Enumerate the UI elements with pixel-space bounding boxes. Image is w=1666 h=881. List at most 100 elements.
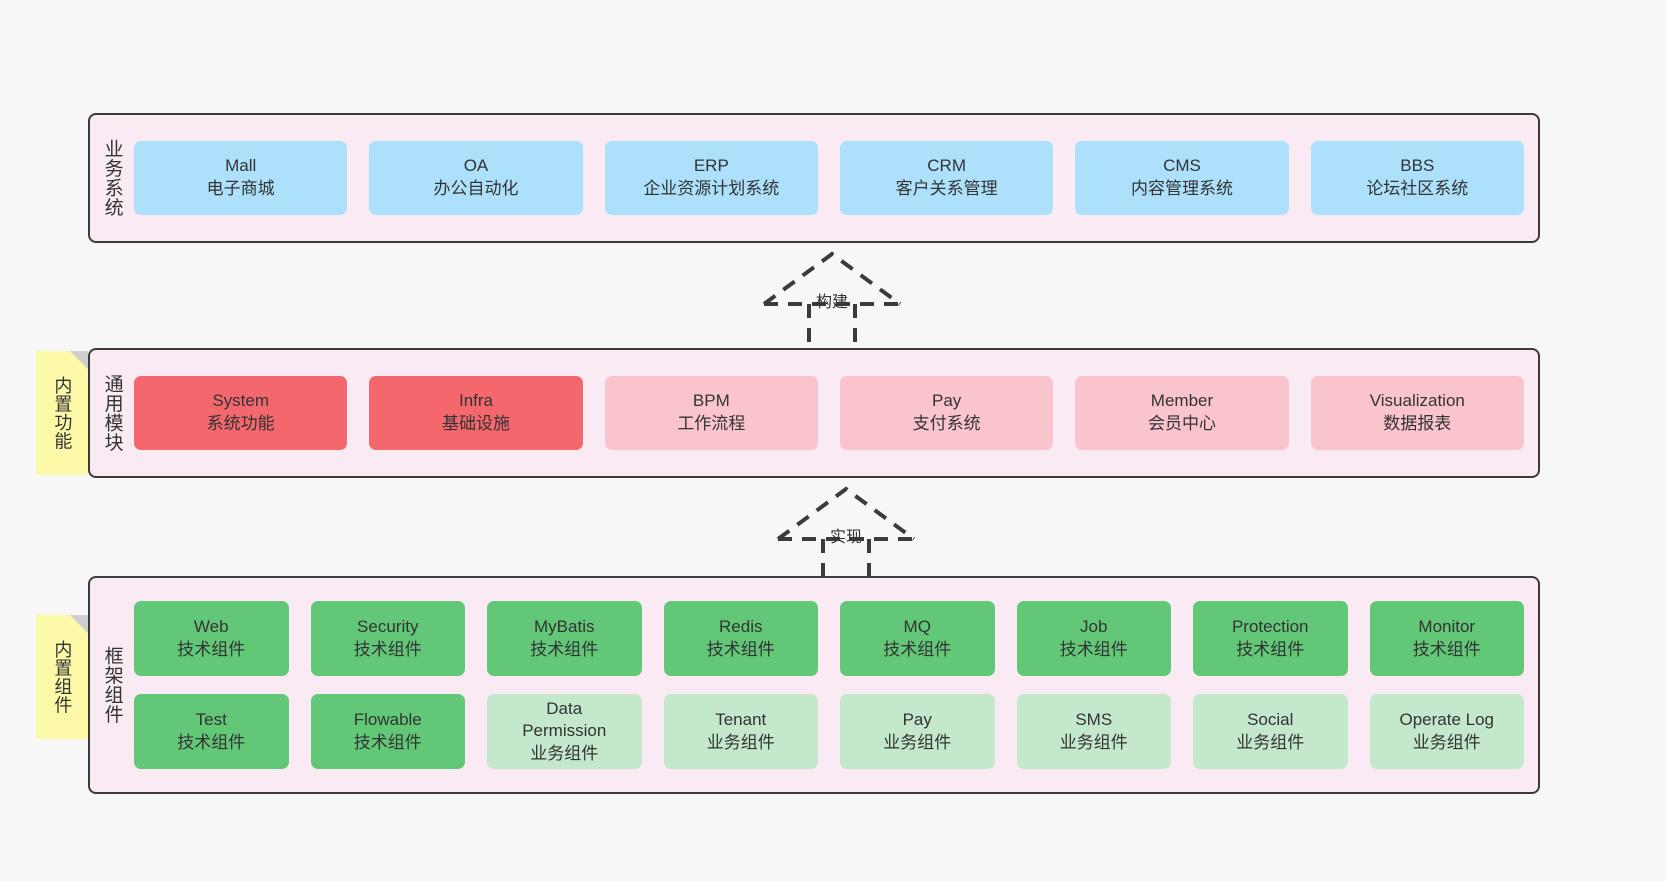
card-pay-module[interactable]: Pay 支付系统 (839, 376, 1054, 450)
card-redis[interactable]: Redis 技术组件 (663, 601, 818, 676)
card-subtitle: 技术组件 (1412, 639, 1481, 659)
card-subtitle: 技术组件 (1059, 639, 1128, 659)
card-title: Pay (902, 709, 932, 729)
card-title: Web (193, 616, 229, 636)
card-subtitle: 电子商城 (206, 179, 275, 198)
card-visualization[interactable]: Visualization 数据报表 (1310, 376, 1524, 450)
card-subtitle: 技术组件 (706, 639, 775, 659)
card-title: Social (1247, 709, 1294, 729)
card-title: SMS (1075, 709, 1113, 729)
card-bbs[interactable]: BBS 论坛社区系统 (1310, 141, 1524, 215)
card-test[interactable]: Test 技术组件 (134, 694, 289, 769)
card-subtitle: 技术组件 (353, 732, 422, 752)
card-flowable[interactable]: Flowable 技术组件 (310, 694, 465, 769)
card-title: Data (546, 698, 583, 718)
framework-card-row-technical: Web 技术组件 Security 技术组件 MyBatis 技术组件 Redi… (134, 601, 1524, 676)
card-subtitle: 业务组件 (883, 732, 952, 752)
card-operate-log[interactable]: Operate Log 业务组件 (1369, 694, 1524, 769)
connector-label-build: 构建 (816, 294, 849, 311)
connector-implement: 实现 (766, 486, 926, 579)
realization-arrow-icon (776, 486, 916, 579)
card-system[interactable]: System 系统功能 (134, 376, 348, 450)
card-monitor[interactable]: Monitor 技术组件 (1369, 601, 1524, 676)
card-title: OA (463, 156, 489, 176)
note-builtin-components: 内置组件 (36, 615, 88, 739)
card-title: Monitor (1418, 616, 1476, 636)
card-security[interactable]: Security 技术组件 (310, 601, 465, 676)
card-subtitle: 业务组件 (1236, 732, 1305, 752)
card-data-permission[interactable]: Data Permission 业务组件 (487, 694, 642, 769)
layer-framework-components: 框架组件 Web 技术组件 Security 技术组件 MyBatis 技术组件… (88, 576, 1540, 794)
card-subtitle: 内容管理系统 (1130, 179, 1233, 198)
card-title: Member (1150, 391, 1214, 411)
card-infra[interactable]: Infra 基础设施 (369, 376, 583, 450)
card-title: ERP (693, 156, 729, 176)
framework-card-row-business: Test 技术组件 Flowable 技术组件 Data Permission … (134, 694, 1524, 769)
card-bpm[interactable]: BPM 工作流程 (604, 376, 818, 450)
card-subtitle: 技术组件 (177, 639, 246, 659)
card-mybatis[interactable]: MyBatis 技术组件 (487, 601, 642, 676)
card-subtitle: 系统功能 (206, 414, 275, 433)
card-title-line2: Permission (522, 721, 607, 741)
card-erp[interactable]: ERP 企业资源计划系统 (604, 141, 818, 215)
card-subtitle: 技术组件 (883, 639, 952, 659)
card-subtitle: 客户关系管理 (895, 179, 998, 198)
card-title: Flowable (353, 709, 422, 729)
layer-title-business: 业务系统 (101, 139, 123, 217)
card-cms[interactable]: CMS 内容管理系统 (1075, 141, 1289, 215)
layer-title-common: 通用模块 (101, 374, 123, 452)
card-title: BPM (692, 391, 730, 411)
card-oa[interactable]: OA 办公自动化 (369, 141, 583, 215)
note-label: 内置组件 (52, 640, 73, 714)
card-member[interactable]: Member 会员中心 (1075, 376, 1289, 450)
layer-business-systems: 业务系统 Mall 电子商城 OA 办公自动化 ERP 企业资源计划系统 CRM… (88, 113, 1540, 243)
card-title: Job (1080, 616, 1108, 636)
framework-card-group: Web 技术组件 Security 技术组件 MyBatis 技术组件 Redi… (134, 578, 1538, 792)
card-subtitle: 会员中心 (1147, 414, 1216, 433)
card-social[interactable]: Social 业务组件 (1193, 694, 1348, 769)
note-label: 内置功能 (52, 376, 73, 450)
card-pay-component[interactable]: Pay 业务组件 (840, 694, 995, 769)
note-fold-corner-icon (70, 615, 88, 633)
card-subtitle: 支付系统 (912, 414, 981, 433)
card-crm[interactable]: CRM 客户关系管理 (839, 141, 1054, 215)
card-subtitle: 业务组件 (530, 743, 599, 763)
card-tenant[interactable]: Tenant 业务组件 (663, 694, 818, 769)
business-card-group: Mall 电子商城 OA 办公自动化 ERP 企业资源计划系统 CRM 客户关系… (134, 115, 1538, 241)
card-title: Security (357, 616, 419, 636)
card-subtitle: 技术组件 (1236, 639, 1305, 659)
common-card-group: System 系统功能 Infra 基础设施 BPM 工作流程 Pay 支付系统… (134, 350, 1538, 476)
card-subtitle: 论坛社区系统 (1366, 179, 1469, 198)
connector-label-implement: 实现 (830, 529, 863, 546)
card-title: CMS (1163, 156, 1201, 176)
connector-build: 构建 (752, 251, 912, 344)
card-subtitle: 业务组件 (1412, 732, 1481, 752)
card-title: Tenant (715, 709, 767, 729)
layer-title-framework: 框架组件 (101, 646, 123, 724)
card-web[interactable]: Web 技术组件 (134, 601, 289, 676)
card-subtitle: 业务组件 (1059, 732, 1128, 752)
card-subtitle: 技术组件 (177, 732, 246, 752)
business-card-row: Mall 电子商城 OA 办公自动化 ERP 企业资源计划系统 CRM 客户关系… (134, 141, 1524, 215)
card-title: Infra (458, 391, 493, 411)
card-subtitle: 办公自动化 (433, 179, 519, 198)
card-mall[interactable]: Mall 电子商城 (134, 141, 348, 215)
card-title: Mall (225, 156, 257, 176)
card-title: System (212, 391, 269, 411)
card-title: Redis (719, 616, 763, 636)
card-subtitle: 技术组件 (530, 639, 599, 659)
card-title: CRM (927, 156, 966, 176)
realization-arrow-icon (762, 251, 902, 344)
card-subtitle: 工作流程 (677, 414, 746, 433)
card-title: Visualization (1369, 391, 1465, 411)
card-mq[interactable]: MQ 技术组件 (840, 601, 995, 676)
card-title: Test (195, 709, 227, 729)
note-builtin-functions: 内置功能 (36, 351, 88, 475)
card-protection[interactable]: Protection 技术组件 (1193, 601, 1348, 676)
card-sms[interactable]: SMS 业务组件 (1016, 694, 1171, 769)
card-title: MyBatis (534, 616, 595, 636)
card-title: Pay (932, 391, 962, 411)
card-job[interactable]: Job 技术组件 (1016, 601, 1171, 676)
card-subtitle: 基础设施 (441, 414, 510, 433)
